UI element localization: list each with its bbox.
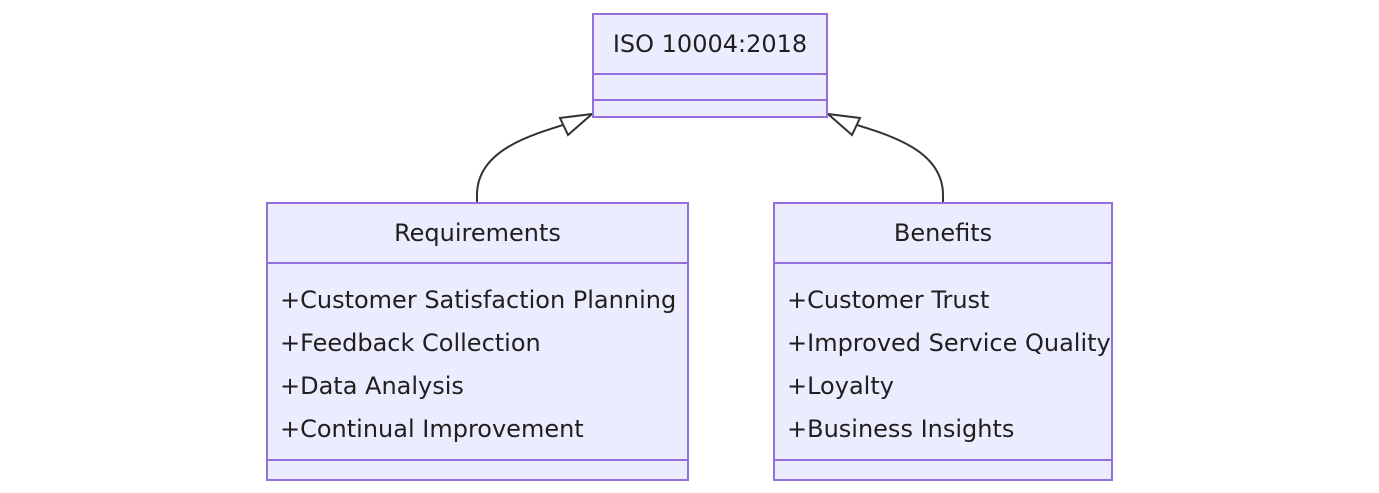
inheritance-arrowhead-benefits <box>824 112 862 137</box>
inheritance-arrowhead-requirements <box>558 112 596 137</box>
attribute-item: +Business Insights <box>787 415 1015 443</box>
attribute-item: +Continual Improvement <box>280 415 584 443</box>
class-attributes-section: +Customer Trust +Improved Service Qualit… <box>775 262 1111 459</box>
class-requirements[interactable]: Requirements +Customer Satisfaction Plan… <box>266 202 689 481</box>
class-benefits[interactable]: Benefits +Customer Trust +Improved Servi… <box>773 202 1113 481</box>
attribute-item: +Data Analysis <box>280 372 464 400</box>
edge-benefits-to-iso <box>846 121 944 202</box>
edge-requirements-to-iso <box>476 121 574 202</box>
attribute-item: +Customer Trust <box>787 286 990 314</box>
class-attributes-section: +Customer Satisfaction Planning +Feedbac… <box>268 262 687 459</box>
class-name: Benefits <box>893 219 993 247</box>
class-methods-section <box>268 459 687 479</box>
class-name: ISO 10004:2018 <box>612 30 808 58</box>
class-name: Requirements <box>394 219 561 247</box>
attribute-item: +Customer Satisfaction Planning <box>280 286 677 314</box>
attribute-item: +Improved Service Quality <box>787 329 1111 357</box>
attribute-item: +Loyalty <box>787 372 894 400</box>
class-methods-section <box>594 99 826 116</box>
class-attributes-section <box>594 73 826 99</box>
class-iso-10004[interactable]: ISO 10004:2018 <box>592 13 828 118</box>
attribute-item: +Feedback Collection <box>280 329 541 357</box>
class-methods-section <box>775 459 1111 479</box>
